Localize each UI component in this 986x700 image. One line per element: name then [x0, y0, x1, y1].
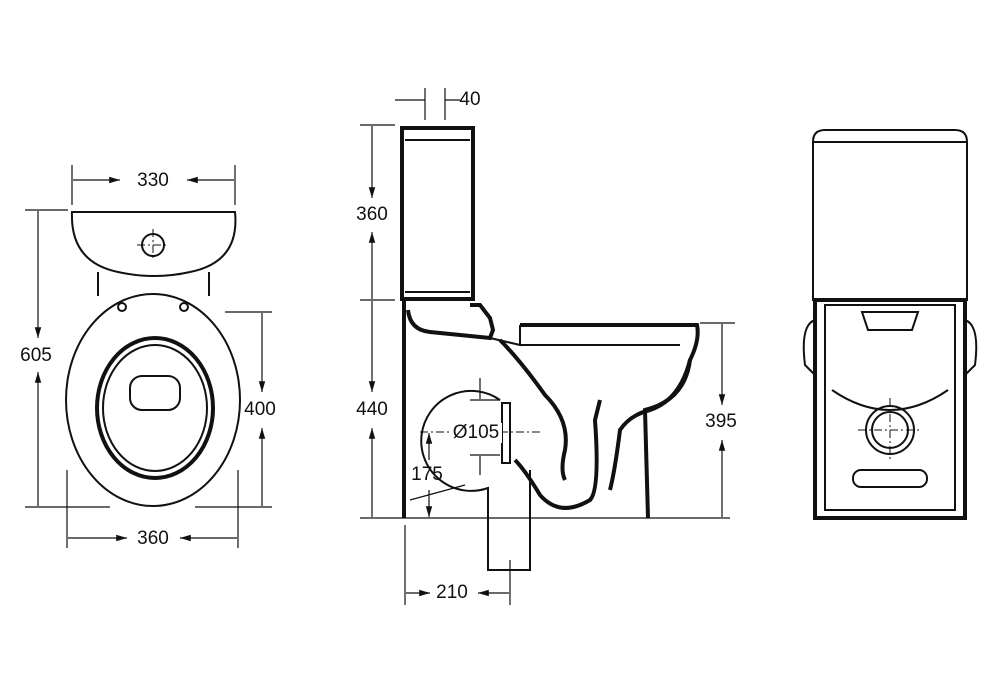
bowl-outline — [65, 293, 241, 507]
neck — [97, 272, 210, 296]
dim-pan-height: 440 — [356, 399, 388, 420]
dim-total-height: 605 — [20, 345, 52, 366]
dim-flush-button: 40 — [459, 89, 480, 110]
tank-rear — [812, 129, 968, 301]
seat-lid-hinge — [129, 375, 181, 411]
pan-rear — [813, 298, 967, 520]
front-view: 330 605 400 360 — [20, 165, 276, 549]
side-view: 40 360 440 395 Ø105 175 210 — [356, 88, 737, 605]
seat — [95, 336, 215, 480]
dim-outlet-height: 175 — [411, 464, 443, 485]
dim-tank-width: 330 — [137, 170, 169, 191]
tank-side — [400, 126, 475, 301]
dim-rim-height: 395 — [705, 411, 737, 432]
dim-outlet-offset: 210 — [436, 582, 468, 603]
dim-base-width: 360 — [137, 528, 169, 549]
dim-bowl-height: 400 — [244, 399, 276, 420]
dim-tank-height: 360 — [356, 204, 388, 225]
rear-view — [802, 129, 978, 520]
tank-outline — [70, 211, 237, 277]
dim-outlet-diameter: Ø105 — [453, 422, 499, 443]
